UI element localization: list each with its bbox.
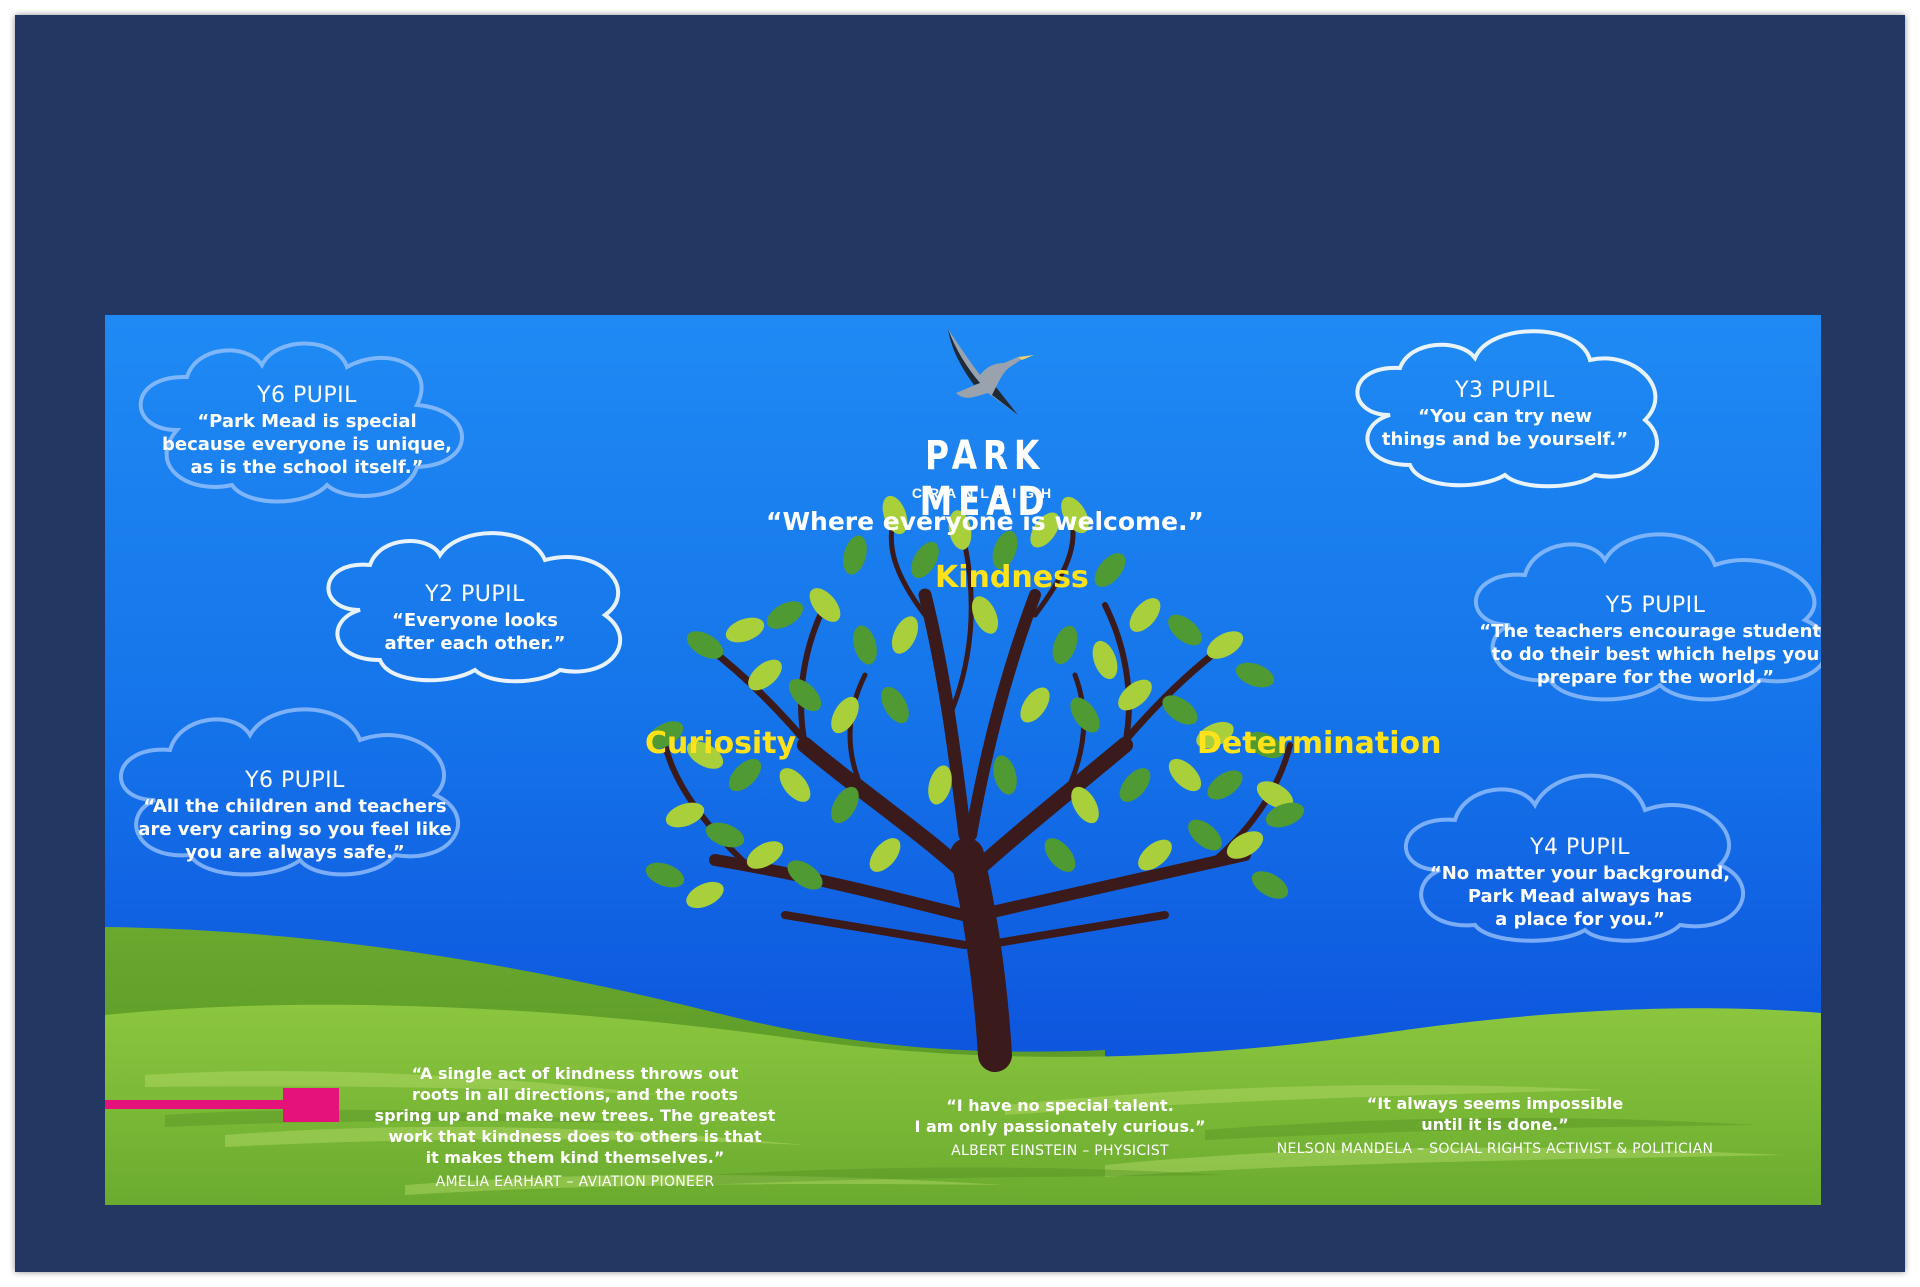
school-logo: [865, 327, 1105, 432]
tree-illustration: [645, 495, 1305, 1072]
cloud-shape: [326, 531, 623, 684]
pupil-quote: “Park Mead is special because everyone i…: [161, 411, 453, 478]
quote-text: “I have no special talent. I am only pas…: [914, 1096, 1206, 1136]
value-kindness: Kindness: [935, 560, 1089, 595]
pupil-quote-cloud: Y6 PUPIL “All the children and teachers …: [105, 700, 485, 880]
cloud-shape: [118, 707, 460, 877]
pupil-label: Y6 PUPIL: [257, 383, 357, 408]
cloud-shape: [1355, 329, 1659, 489]
pupil-label: Y5 PUPIL: [1605, 593, 1706, 618]
poster: PARK MEAD CRANLEIGH “Where everyone is w…: [105, 315, 1821, 1205]
quote-text: “It always seems impossible until it is …: [1366, 1094, 1624, 1134]
pupil-quote-cloud: Y4 PUPIL “No matter your background, Par…: [1390, 765, 1770, 945]
front-hill: [105, 1004, 1821, 1205]
pink-connector-bar: [105, 1100, 285, 1109]
pupil-quote-cloud: Y2 PUPIL “Everyone looks after each othe…: [310, 520, 640, 684]
quote-author: ALBERT EINSTEIN – PHYSICIST: [951, 1143, 1169, 1159]
pupil-quote: “No matter your background, Park Mead al…: [1429, 863, 1731, 930]
pink-drag-handle[interactable]: [283, 1088, 339, 1122]
pupil-label: Y2 PUPIL: [425, 582, 525, 607]
quote-author: AMELIA EARHART – AVIATION PIONEER: [435, 1174, 715, 1190]
crane-bird-icon: [948, 329, 1034, 415]
value-curiosity: Curiosity: [645, 726, 797, 761]
cloud-shape: [138, 341, 464, 504]
value-determination: Determination: [1197, 726, 1442, 761]
famous-quote: “I have no special talent. I am only pas…: [895, 1095, 1225, 1159]
pupil-quote-cloud: Y3 PUPIL “You can try new things and be …: [1340, 320, 1670, 489]
pupil-quote: “The teachers encourage students to do t…: [1479, 621, 1821, 688]
tree-leaves: [645, 495, 1305, 909]
quote-author: NELSON MANDELA – SOCIAL RIGHTS ACTIVIST …: [1276, 1141, 1714, 1157]
school-tagline: “Where everyone is welcome.”: [766, 507, 1204, 536]
pupil-quote: “You can try new things and be yourself.…: [1381, 406, 1629, 450]
famous-quote: “A single act of kindness throws out roo…: [335, 1063, 815, 1190]
school-location: CRANLEIGH: [911, 485, 1059, 501]
pupil-quote: “All the children and teachers are very …: [138, 796, 452, 863]
pupil-quote-cloud: Y6 PUPIL “Park Mead is special because e…: [117, 335, 497, 505]
pupil-label: Y4 PUPIL: [1530, 835, 1630, 860]
quote-text: “A single act of kindness throws out roo…: [374, 1064, 776, 1167]
pupil-label: Y6 PUPIL: [245, 768, 345, 793]
landscape-illustration: [105, 495, 1821, 1205]
pupil-quote-cloud: Y5 PUPIL “The teachers encourage student…: [1460, 525, 1821, 705]
famous-quote: “It always seems impossible until it is …: [1265, 1093, 1725, 1157]
school-name: PARK MEAD: [919, 433, 1051, 525]
cloud-shape: [1473, 532, 1821, 702]
pupil-label: Y3 PUPIL: [1455, 378, 1555, 403]
pupil-quote: “Everyone looks after each other.”: [384, 610, 566, 654]
cloud-shape: [1403, 773, 1745, 943]
grass-streaks: [145, 1071, 1785, 1195]
